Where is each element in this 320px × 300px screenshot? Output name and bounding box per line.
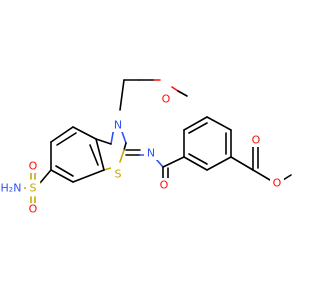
ester-ether-oxygen-label: O [273, 177, 282, 190]
bond-c6-s [39, 169, 52, 184]
bond-c2-s [123, 142, 127, 151]
bond-ar6-ar1 [183, 156, 208, 171]
bond-ar6-ar1-double [188, 153, 208, 165]
bond-carbonyl-aryl [162, 156, 185, 168]
bond-ester-oc [252, 169, 271, 181]
amide-oxygen-label: O [160, 179, 169, 192]
imine-nitrogen-label: N [147, 147, 155, 160]
atom-labels: O N S N O S O O H₂N O O [0, 93, 284, 216]
bond-n-c7a [110, 132, 114, 145]
molecule-svg: O N S N O S O O H₂N O O [0, 79, 292, 216]
bond-ar5-ar6 [206, 156, 232, 171]
sulfonyl-sulfur-label: S [30, 182, 37, 195]
ring-nitrogen-label: N [114, 119, 122, 132]
bond-c7-c7a [72, 169, 105, 183]
bond-c3a-c4 [72, 126, 97, 140]
bond-ar-ester [230, 156, 254, 171]
bond-c4-c5-double [56, 132, 77, 146]
bond-c6-c7 [50, 169, 74, 183]
bond-ome-o2 [171, 86, 179, 92]
ester-carbonyl-oxygen-label: O [252, 134, 261, 147]
bond-s-c2 [119, 149, 125, 163]
bond-ar3-ar4 [206, 116, 232, 131]
sulfonyl-oxygen-bottom-label: O [29, 203, 38, 216]
bonds [21, 79, 292, 205]
bond-o-me [282, 174, 292, 181]
bond-c3a-n [95, 138, 112, 145]
methoxy-oxygen-label: O [162, 93, 171, 106]
bond-c3a-c7a-double [89, 144, 99, 166]
bond-c6-c7-double [55, 165, 74, 177]
molecule-structure-diagram: O N S N O S O O H₂N O O [0, 79, 292, 216]
bond-s-c7a [103, 167, 112, 171]
sulfonamide-nh2-label: H₂N [1, 182, 22, 195]
bond-c3a-c7a [95, 138, 105, 171]
bond-n-carbonyl [155, 158, 164, 168]
bond-c4-c5 [50, 126, 74, 143]
bond-ch2-n [119, 79, 125, 111]
bond-o-ch3 [177, 90, 188, 97]
bond-ar2-ar3-double [188, 122, 208, 134]
sulfonyl-oxygen-top-label: O [29, 160, 38, 173]
bond-ar2-ar3 [183, 116, 208, 131]
ring-sulfur-label: S [115, 168, 122, 181]
